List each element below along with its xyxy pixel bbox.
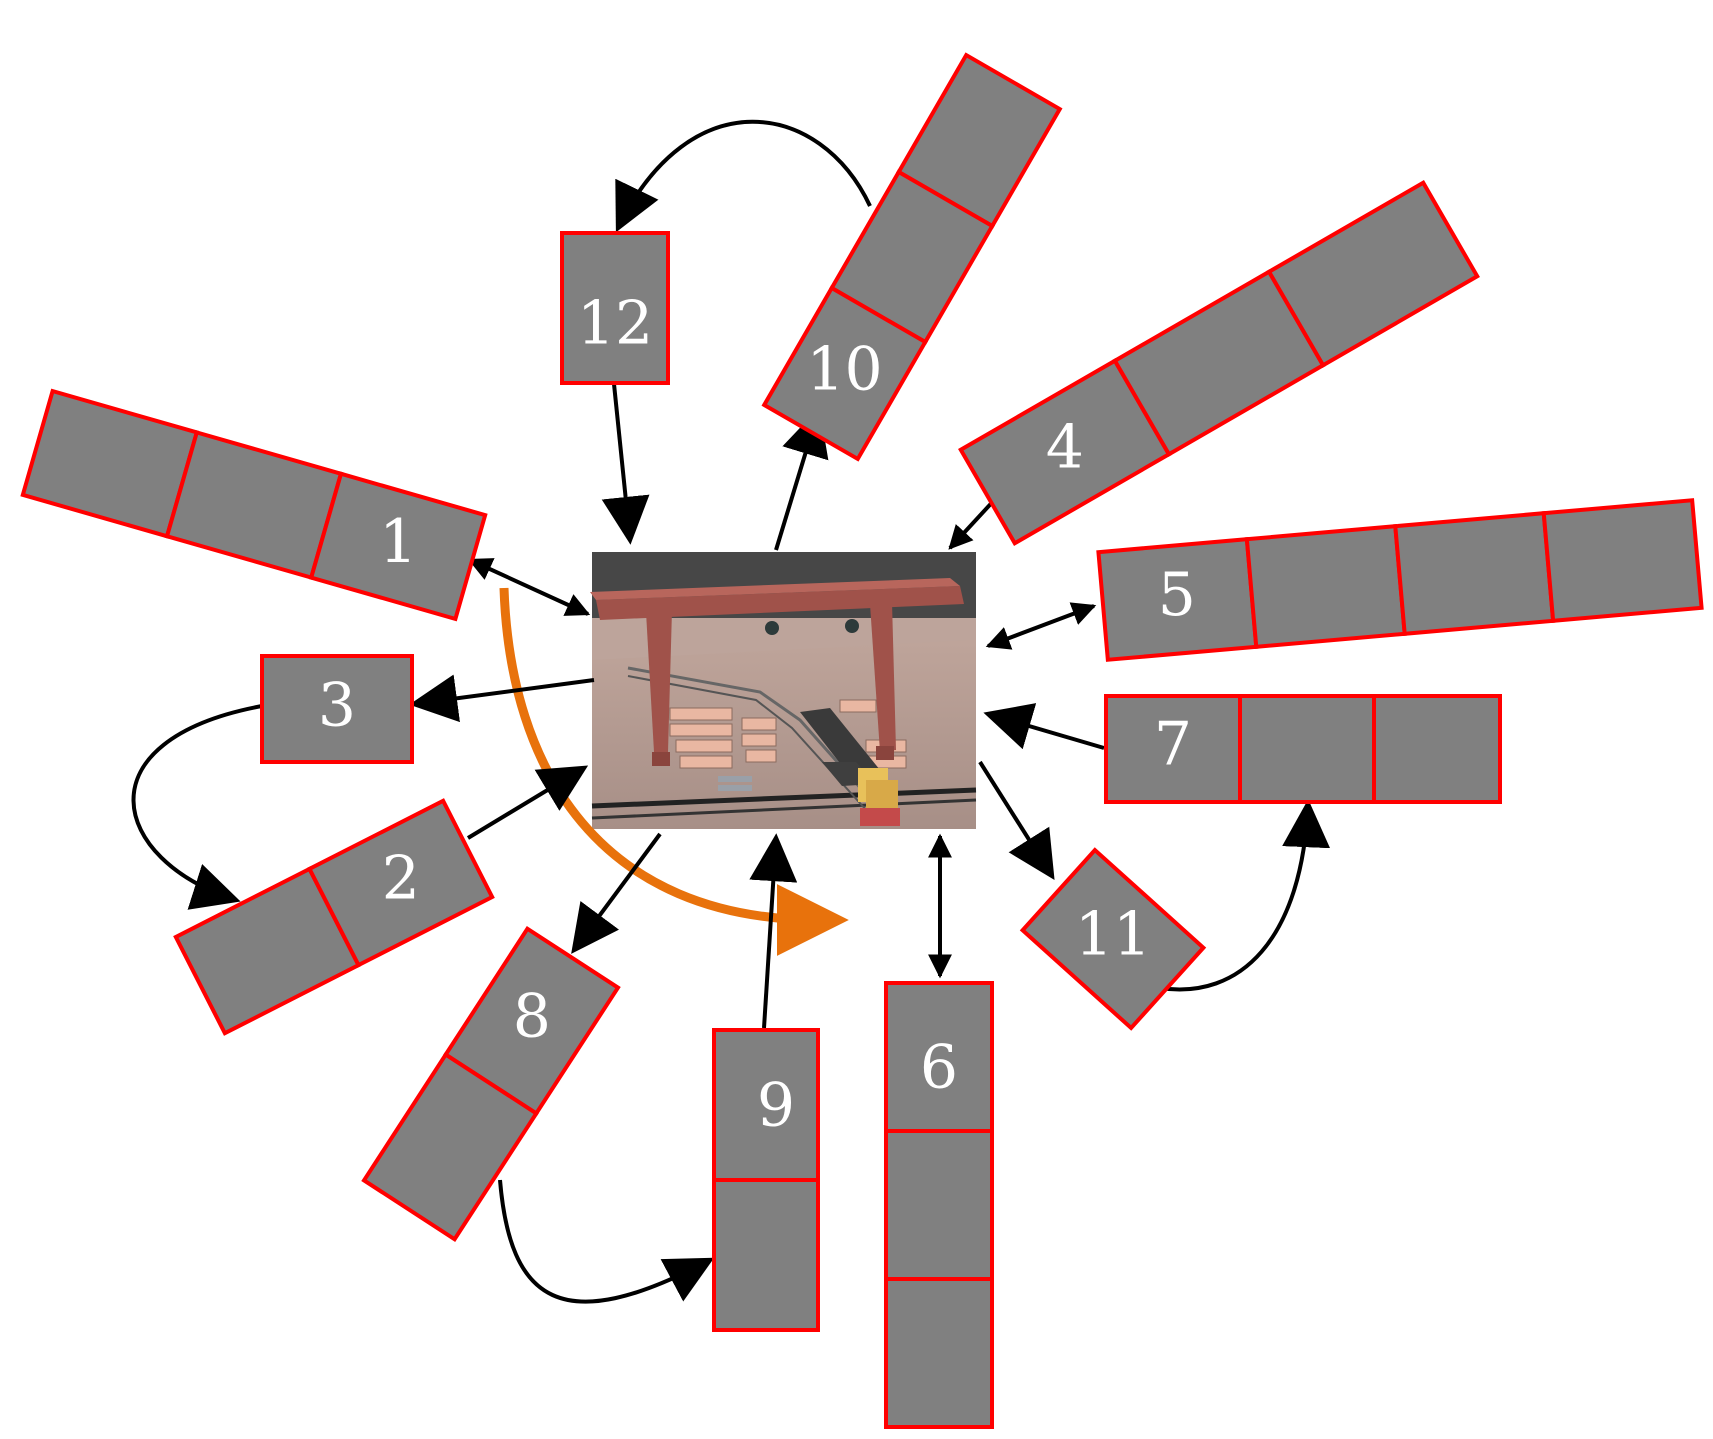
block-1-cell-1	[20, 388, 200, 539]
connector-10-12	[615, 119, 872, 233]
block-group-4: 4	[958, 180, 1480, 546]
connector-9-center	[749, 833, 798, 1029]
block-label-1: 1	[379, 507, 417, 577]
block-group-7: 7	[1104, 694, 1502, 804]
block-4-cell-3	[1266, 180, 1480, 368]
block-label-7: 7	[1154, 710, 1192, 780]
sweep-arrow	[499, 587, 849, 956]
block-group-9: 9	[712, 1028, 820, 1332]
connector-11-7	[1159, 799, 1331, 992]
block-6-cell-1	[884, 981, 994, 1133]
connector-center-3	[409, 674, 595, 723]
block-label-4: 4	[1046, 413, 1084, 483]
block-7-cell-2	[1238, 694, 1376, 804]
block-5-cell-2	[1244, 524, 1407, 649]
block-1-cell-3	[308, 471, 488, 622]
block-9-cell-2	[712, 1178, 820, 1332]
block-label-11: 11	[1075, 900, 1151, 970]
block-label-5: 5	[1158, 560, 1196, 630]
block-label-2: 2	[382, 844, 420, 914]
connector-7-center	[983, 703, 1105, 750]
connector-center-10	[774, 407, 829, 551]
block-7-cell-3	[1372, 694, 1502, 804]
connector-5-center	[985, 602, 1097, 650]
gantry-crane-image	[590, 552, 977, 829]
connector-2-center	[466, 765, 589, 840]
block-group-1: 1	[20, 388, 488, 622]
block-label-6: 6	[920, 1033, 958, 1103]
block-label-9: 9	[757, 1071, 795, 1141]
connector-3-2	[131, 704, 263, 910]
block-7-cell-1	[1104, 694, 1242, 804]
connector-center-11	[978, 760, 1055, 881]
connector-12-center	[601, 383, 650, 545]
block-label-3: 3	[318, 671, 356, 741]
block-group-12: 12	[560, 231, 670, 385]
block-3-cell-1	[260, 654, 414, 764]
block-9-cell-1	[712, 1028, 820, 1182]
block-group-10: 10	[761, 52, 1063, 462]
block-6-cell-2	[884, 1129, 994, 1281]
block-11-cell-1	[1019, 847, 1207, 1031]
block-2-cell-2	[306, 798, 495, 968]
block-12-cell-1	[560, 231, 670, 385]
block-group-2: 2	[173, 798, 495, 1036]
block-label-10: 10	[806, 334, 882, 404]
connector-center-8	[571, 832, 662, 954]
block-8-cell-2	[361, 1051, 540, 1242]
block-group-11: 11	[1019, 847, 1207, 1031]
block-1-cell-2	[164, 429, 344, 581]
block-label-12: 12	[577, 289, 653, 359]
block-5-cell-3	[1393, 511, 1556, 636]
block-group-5: 5	[1096, 498, 1704, 662]
block-group-8: 8	[361, 926, 621, 1242]
block-group-3: 3	[260, 654, 414, 764]
connector-8-9	[498, 1179, 715, 1304]
block-label-8: 8	[513, 982, 551, 1052]
block-group-6: 6	[884, 981, 994, 1429]
block-10-cell-3	[761, 285, 928, 462]
block-5-cell-4	[1541, 498, 1704, 623]
block-6-cell-3	[884, 1277, 994, 1429]
connector-1-center	[467, 558, 591, 616]
